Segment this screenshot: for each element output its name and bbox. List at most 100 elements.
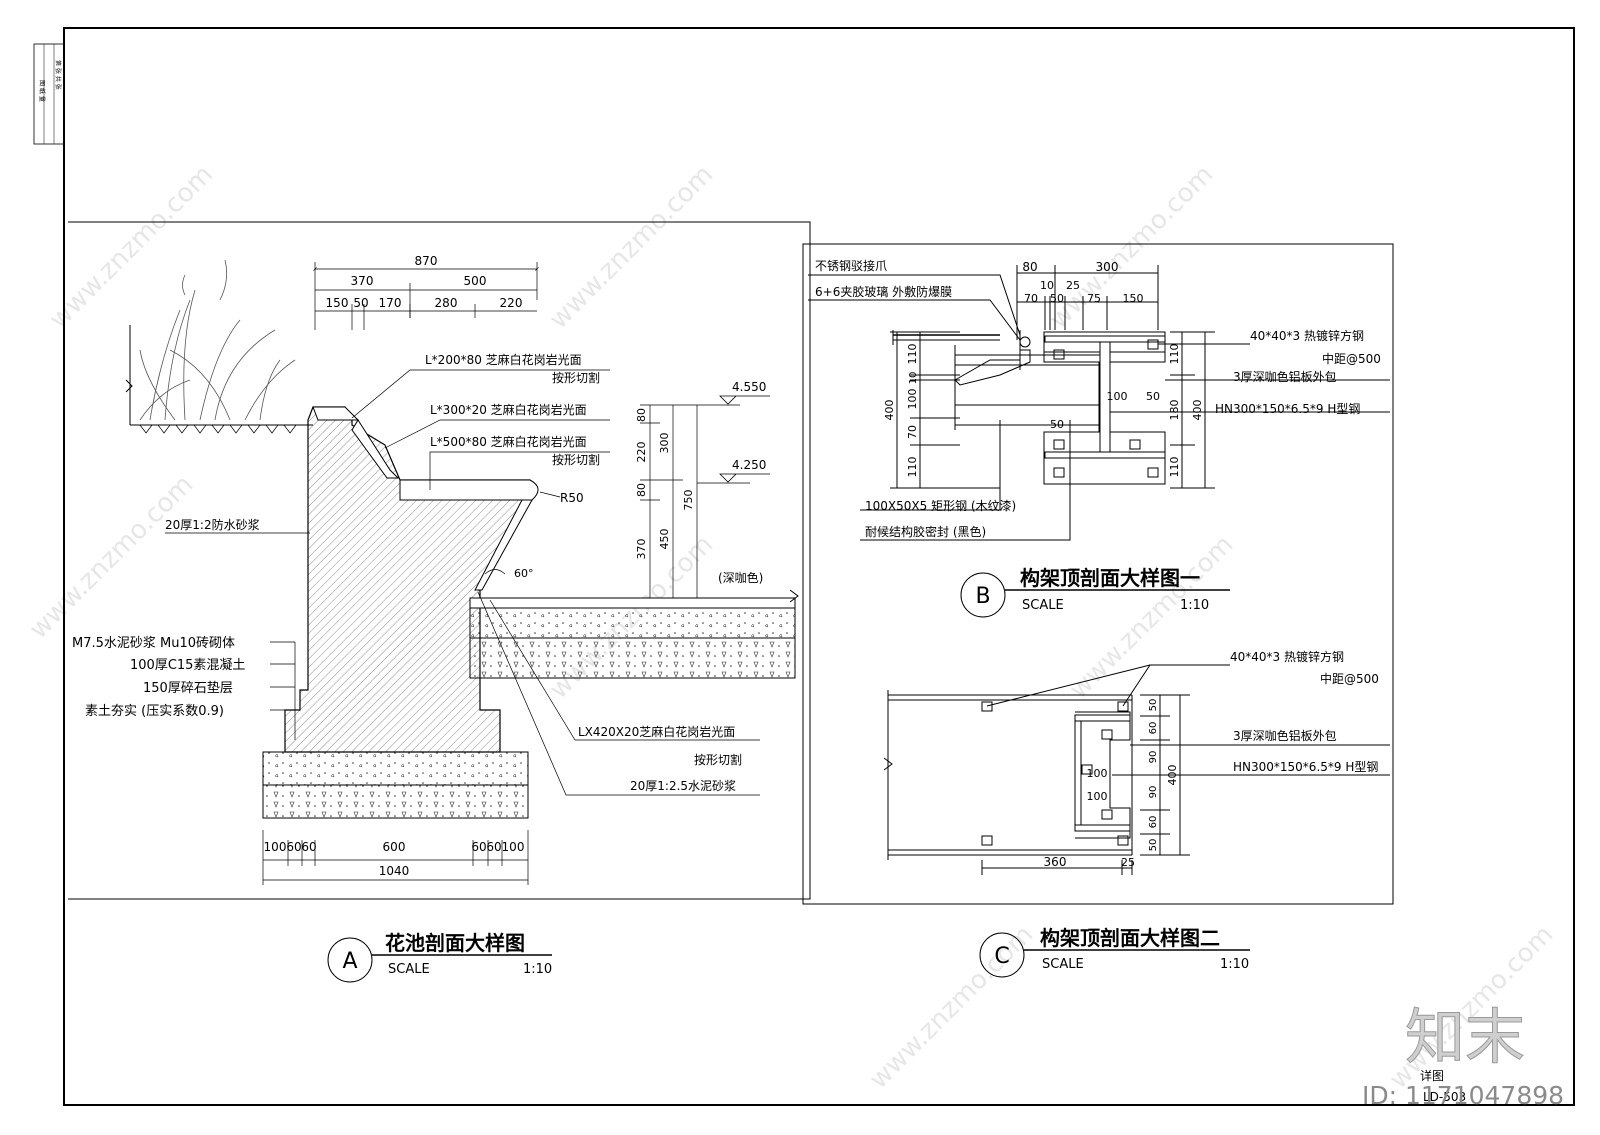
dim-b-top-6: 75 [1087, 292, 1101, 305]
note-b-5: HN300*150*6.5*9 H型钢 [1215, 402, 1360, 416]
note-b-1: 不锈钢驳接爪 [815, 258, 887, 273]
plant-sketch [139, 259, 296, 421]
note-a-5: M7.5水泥砂浆 Mu10砖砌体 [72, 636, 235, 651]
dim-a-top-0: 870 [415, 254, 438, 268]
dim-a-right-0: 80 [635, 408, 648, 422]
note-c-1: 40*40*3 热镀锌方钢 [1230, 649, 1344, 664]
detail-a-frame [68, 221, 811, 900]
detail-c-scale-label: SCALE [1042, 957, 1084, 972]
note-a-3: L*500*80 芝麻白花岗岩光面 [430, 434, 587, 449]
detail-b-marker [960, 572, 1006, 618]
detail-a-title: 花池剖面大样图 [385, 931, 525, 955]
watermark-text: www.znzmo.com [1044, 160, 1219, 335]
drawing-number: LD-503 [1423, 1090, 1466, 1104]
note-c-1b: 中距@500 [1320, 671, 1379, 686]
dim-b-right-1: 180 [1168, 400, 1181, 421]
dim-b-right-0: 110 [1168, 344, 1181, 365]
dim-b-left-4: 70 [906, 425, 919, 439]
dim-a-bot-5: 60 [486, 840, 501, 854]
dim-a-bot-6: 100 [502, 840, 525, 854]
note-b-2: 6+6夹胶玻璃 外敷防爆膜 [815, 284, 952, 299]
dim-a-top-1: 370 [351, 274, 374, 288]
dim-a-top-6: 280 [435, 296, 458, 310]
dim-b-top-4: 70 [1024, 292, 1038, 305]
dim-a-right-4: 750 [682, 490, 695, 511]
brand-logo: 知末 [1405, 1003, 1525, 1073]
dim-c-right-0: 50 [1148, 699, 1159, 712]
elevation-1: 4.550 [732, 380, 766, 394]
detail-b-scale-label: SCALE [1022, 598, 1064, 613]
angle-label: 60° [514, 567, 534, 580]
dim-c-inner-0: 100 [1087, 767, 1108, 780]
detail-c-marker-letter: C [994, 944, 1009, 969]
dim-b-top-1: 300 [1096, 260, 1119, 274]
detail-a-marker [327, 937, 373, 983]
dim-c-bot-0: 360 [1044, 855, 1067, 869]
dim-a-bot-7: 1040 [379, 864, 410, 878]
dim-b-top-3: 25 [1066, 279, 1080, 292]
note-a-1: L*200*80 芝麻白花岗岩光面 [425, 352, 582, 367]
dim-b-left-1: 110 [906, 344, 919, 365]
paving-color-label: (深咖色) [718, 570, 763, 585]
detail-b-title: 构架顶剖面大样图一 [1020, 566, 1200, 590]
detail-c-scale: 1:10 [1220, 957, 1249, 972]
dim-c-right-6: 400 [1166, 765, 1179, 786]
image-id: ID: 1171047898 [1362, 1081, 1564, 1110]
dim-b-left-5: 110 [906, 457, 919, 478]
detail-b-marker-letter: B [975, 584, 990, 609]
watermark-text: www.znzmo.com [44, 160, 219, 335]
dim-b-left-0: 400 [883, 400, 896, 421]
dim-a-bot-1: 60 [286, 840, 301, 854]
note-a-2: L*300*20 芝麻白花岗岩光面 [430, 402, 587, 417]
note-a-6: 100厚C15素混凝土 [130, 657, 245, 673]
dim-a-top-7: 220 [500, 296, 523, 310]
dim-c-right-3: 90 [1148, 786, 1159, 799]
dim-a-right-5: 370 [635, 539, 648, 560]
dim-b-top-2: 10 [1040, 279, 1054, 292]
dim-c-right-1: 60 [1148, 722, 1159, 735]
base-gravel [262, 784, 529, 819]
radius-label: R50 [560, 491, 584, 505]
dim-a-bot-2: 60 [301, 840, 316, 854]
note-b-3b: 中距@500 [1322, 351, 1381, 366]
dim-b-inner-1: 50 [1146, 390, 1160, 403]
dim-c-right-4: 60 [1148, 816, 1159, 829]
dim-b-top-0: 80 [1022, 260, 1037, 274]
dim-a-bot-0: 100 [264, 840, 287, 854]
dim-a-right-2: 300 [658, 433, 671, 454]
side-strip-text-b: 第 张 共 张 [54, 60, 62, 90]
drawing-name: 详图 [1420, 1068, 1444, 1083]
watermark-text: www.znzmo.com [1064, 530, 1239, 705]
detail-b-scale: 1:10 [1180, 598, 1209, 613]
dim-a-right-1: 220 [635, 442, 648, 463]
dim-b-left-3: 100 [906, 389, 919, 410]
detail-c-title: 构架顶剖面大样图二 [1040, 926, 1220, 950]
detail-a-scale: 1:10 [523, 962, 552, 977]
note-a-7: 150厚碎石垫层 [143, 680, 233, 696]
note-b-3: 40*40*3 热镀锌方钢 [1250, 328, 1364, 343]
note-a-10: 20厚1:2.5水泥砂浆 [630, 778, 736, 793]
dim-b-left-2: 10 [908, 372, 919, 385]
note-c-3: HN300*150*6.5*9 H型钢 [1233, 760, 1378, 774]
dim-b-top-5: 50 [1050, 292, 1064, 305]
dim-c-right-5: 50 [1148, 839, 1159, 852]
note-a-8: 素土夯实 (压实系数0.9) [85, 704, 224, 719]
dim-a-top-3: 150 [326, 296, 349, 310]
watermark-text: www.znzmo.com [864, 920, 1039, 1095]
dim-c-inner-1: 100 [1087, 790, 1108, 803]
detail-c: 50 60 90 90 60 50 400 360 25 100 100 40*… [883, 649, 1390, 978]
dim-a-right-6: 450 [658, 529, 671, 550]
note-a-4: 20厚1:2防水砂浆 [165, 517, 260, 532]
base-concrete [262, 751, 529, 786]
note-b-7: 耐候结构胶密封 (黑色) [865, 524, 986, 539]
side-strip-text-a: 图 纸 量 [38, 80, 46, 102]
watermark-text: www.znzmo.com [24, 470, 199, 645]
note-b-6: 100X50X5 矩形钢 (木纹漆) [865, 499, 1016, 513]
side-strip-box [33, 43, 65, 145]
dim-a-top-4: 50 [353, 296, 368, 310]
detail-b-frame [802, 243, 1394, 905]
dim-b-top-7: 150 [1123, 292, 1144, 305]
detail-a-scale-label: SCALE [388, 962, 430, 977]
note-a-3b: 按形切割 [552, 452, 600, 467]
